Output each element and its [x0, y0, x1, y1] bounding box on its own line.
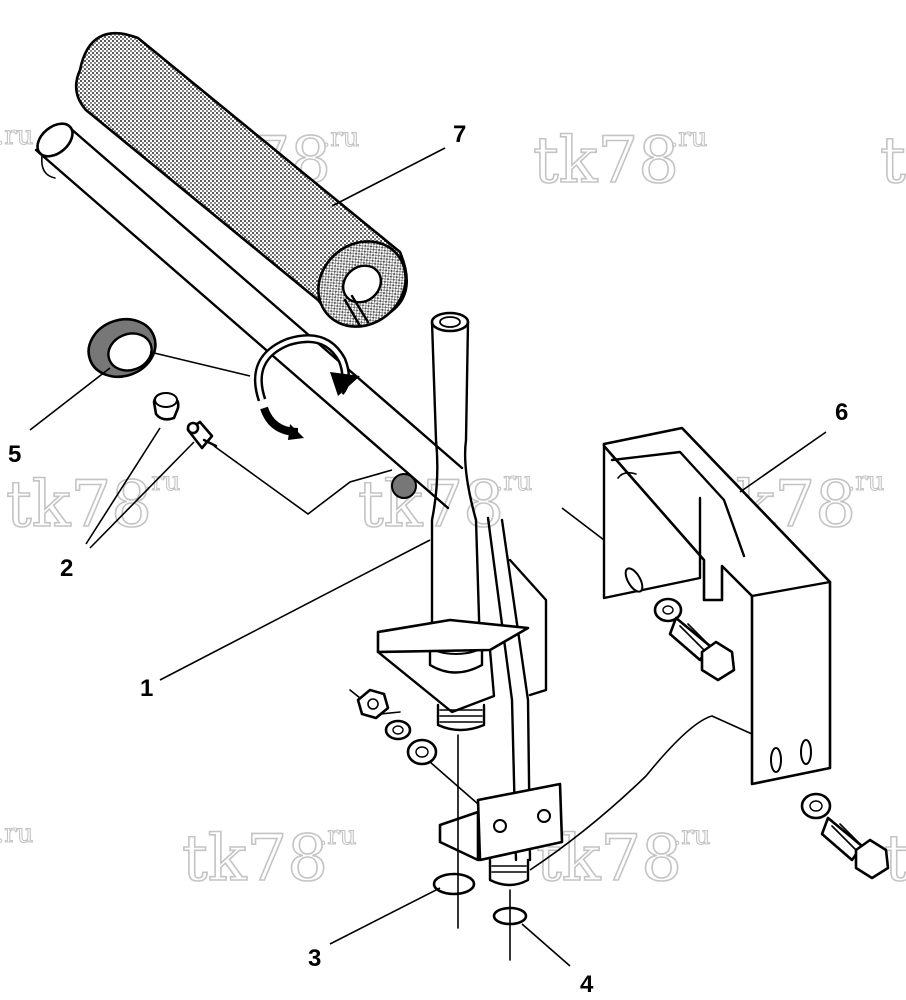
part-4-o-ring — [492, 906, 528, 926]
watermark-fragment: .ru — [0, 819, 33, 849]
watermark: tk78 .ru — [535, 820, 711, 896]
svg-text:.ru: .ru — [673, 821, 710, 851]
callout-1: 1 — [140, 675, 153, 702]
part-3-o-ring — [432, 872, 476, 896]
svg-text:tk78: tk78 — [182, 822, 328, 896]
rotation-arrow-icon — [253, 334, 360, 440]
callout-7: 7 — [453, 121, 466, 148]
bolt-upper — [653, 597, 736, 682]
fastener-stack-left — [349, 688, 479, 805]
svg-text:.ru: .ru — [322, 123, 359, 153]
callout-3: 3 — [308, 945, 321, 972]
svg-text:.ru: .ru — [495, 467, 532, 497]
watermark: tk78 .ru — [532, 122, 708, 198]
part-7-grip-sleeve — [74, 32, 408, 328]
leader-lines — [29, 147, 827, 967]
svg-text:.ru: .ru — [847, 467, 884, 497]
svg-text:.ru: .ru — [670, 123, 707, 153]
bolt-lower — [800, 792, 890, 880]
callout-6: 6 — [835, 399, 848, 426]
watermark-fragment: .ru — [0, 121, 33, 151]
callout-2: 2 — [60, 555, 73, 582]
callouts: 7 6 5 2 1 3 4 — [8, 121, 848, 998]
part-6-bracket — [529, 426, 832, 871]
part-1-lever-tube — [34, 122, 564, 961]
part-5-bushing — [87, 317, 251, 379]
svg-text:.ru: .ru — [143, 467, 180, 497]
svg-text:tk78: tk78 — [533, 124, 679, 198]
callout-4: 4 — [580, 971, 594, 998]
watermark: tk78 .ru — [5, 466, 181, 542]
part-2-fittings — [152, 392, 417, 515]
watermark-fragment: t — [880, 124, 906, 198]
callout-5: 5 — [8, 441, 21, 468]
svg-text:.ru: .ru — [319, 821, 356, 851]
svg-text:tk78: tk78 — [6, 468, 152, 542]
watermark-fragment: t — [884, 822, 906, 896]
watermark: tk78 .ru — [181, 820, 357, 896]
